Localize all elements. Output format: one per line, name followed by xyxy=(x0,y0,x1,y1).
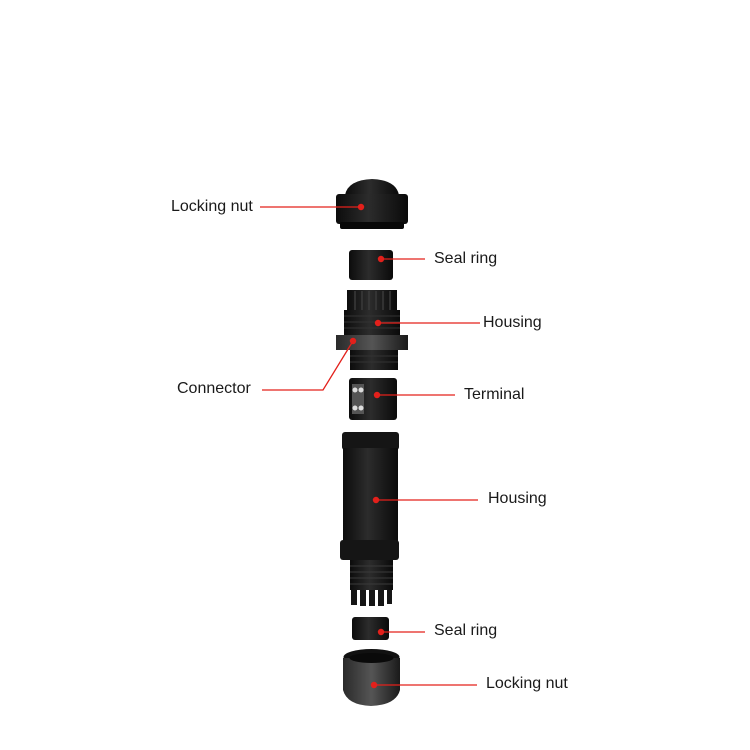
label-housing-bottom: Housing xyxy=(488,490,547,507)
leader-lines xyxy=(260,206,480,686)
seal-ring-top-part xyxy=(349,250,393,280)
housing-bottom-part xyxy=(340,432,399,606)
label-housing-top: Housing xyxy=(483,314,542,331)
locking-nut-top-part xyxy=(336,179,408,229)
leader-connector xyxy=(262,340,354,391)
label-locking-nut-top: Locking nut xyxy=(171,198,253,215)
locking-nut-bottom-part xyxy=(343,649,400,706)
label-seal-ring-bottom: Seal ring xyxy=(434,622,498,639)
housing-top-part xyxy=(336,290,408,370)
label-seal-ring-top: Seal ring xyxy=(434,250,498,267)
label-terminal: Terminal xyxy=(464,386,525,403)
leader-dots xyxy=(349,203,385,689)
label-connector: Connector xyxy=(177,380,251,397)
label-locking-nut-bottom: Locking nut xyxy=(486,675,568,692)
terminal-part xyxy=(349,378,397,420)
seal-ring-bottom-part xyxy=(352,617,389,640)
